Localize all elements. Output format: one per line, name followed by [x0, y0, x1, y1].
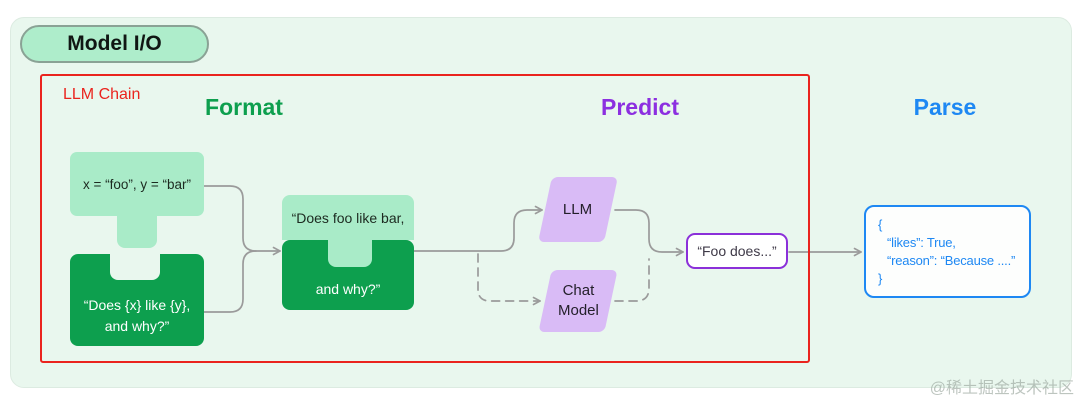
parsed-output-node: { “likes”: True, “reason”: “Because ....…: [864, 205, 1031, 298]
parsed-line-likes: “likes”: True,: [887, 235, 956, 250]
llm-node-label: LLM: [563, 200, 593, 218]
llm-node: LLM: [538, 177, 618, 242]
puzzle-tab-filled: [328, 240, 372, 267]
parsed-line-open-brace: {: [878, 217, 883, 232]
model-io-title: Model I/O: [67, 32, 162, 55]
watermark: @稀土掘金技术社区: [929, 380, 1074, 397]
model-io-badge: Model I/O: [20, 25, 209, 63]
puzzle-tab: [117, 216, 157, 248]
parsed-line-reason: “reason”: “Because ....”: [887, 253, 1016, 268]
formatted-prompt-top: “Does foo like bar,: [282, 195, 414, 240]
formatted-prompt-line1: “Does foo like bar,: [291, 209, 405, 226]
llm-chain-frame: [40, 74, 810, 363]
parsed-line-close-brace: }: [878, 271, 883, 286]
formatted-prompt-line2: and why?”: [315, 280, 381, 297]
llm-chain-label: LLM Chain: [63, 86, 141, 103]
puzzle-notch: [110, 254, 160, 280]
predict-header: Predict: [601, 94, 679, 120]
parse-header: Parse: [913, 94, 977, 120]
prompt-template-line1: “Does {x} like {y},: [83, 297, 191, 313]
chat-model-line1: Chat: [562, 282, 594, 299]
model-output-node: “Foo does...”: [686, 233, 788, 269]
formatted-prompt-bottom: and why?”: [282, 240, 414, 310]
formatted-prompt-line2-wrap: and why?”: [282, 267, 414, 310]
chat-model-label: Chat Model: [558, 281, 599, 321]
model-output-text: “Foo does...”: [697, 243, 777, 259]
chat-model-node: Chat Model: [538, 270, 618, 332]
prompt-template-text: “Does {x} like {y}, and why?”: [70, 295, 204, 337]
input-values-text: x = “foo”, y = “bar”: [82, 176, 192, 192]
chat-model-line2: Model: [557, 302, 599, 319]
prompt-template-node: “Does {x} like {y}, and why?”: [70, 254, 204, 346]
prompt-template-line2: and why?”: [104, 318, 170, 334]
format-header: Format: [205, 94, 283, 120]
input-values-node: x = “foo”, y = “bar”: [70, 152, 204, 248]
